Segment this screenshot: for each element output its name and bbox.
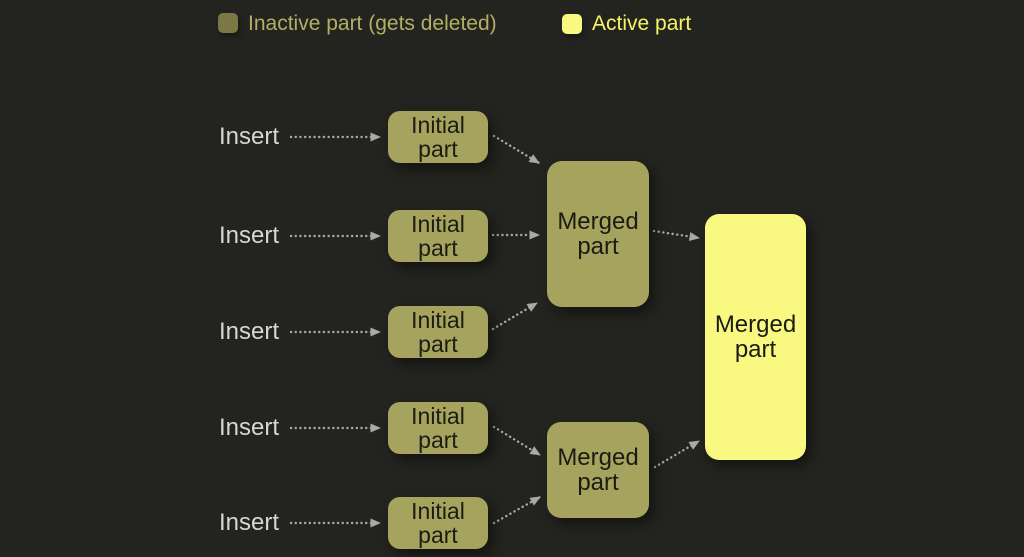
- initial-part-node-1: Initial part: [388, 111, 488, 163]
- insert-label-2: Insert: [219, 222, 280, 249]
- dotted-arrow-merged2-to-final: [653, 439, 701, 469]
- merged-part-node-1: Merged part: [547, 161, 649, 307]
- node-label: Initial part: [411, 306, 465, 357]
- node-label: Initial part: [411, 111, 465, 162]
- dotted-arrow-initial1-to-merged1: [492, 134, 541, 165]
- active-part-swatch-icon: [562, 14, 582, 34]
- dotted-arrow-merged1-to-final: [652, 229, 701, 241]
- initial-part-node-4: Initial part: [388, 402, 488, 454]
- initial-part-node-2: Initial part: [388, 210, 488, 262]
- initial-part-node-5: Initial part: [388, 497, 488, 549]
- insert-label-4: Insert: [219, 414, 280, 441]
- node-label: Initial part: [411, 402, 465, 453]
- legend-active-label: Active part: [592, 12, 692, 35]
- node-label: Merged part: [714, 310, 797, 363]
- node-label: Merged part: [557, 443, 639, 496]
- inactive-part-swatch-icon: [218, 13, 238, 33]
- dotted-arrow-initial3-to-merged1: [491, 301, 539, 331]
- initial-part-node-3: Initial part: [388, 306, 488, 358]
- insert-label-1: Insert: [219, 123, 280, 150]
- node-label: Merged part: [557, 207, 639, 260]
- final-merged-part-node: Merged part: [705, 214, 806, 460]
- legend-inactive-label: Inactive part (gets deleted): [248, 12, 497, 35]
- dotted-arrow-initial5-to-merged2: [492, 495, 542, 525]
- dotted-arrow-initial4-to-merged2: [492, 425, 542, 457]
- node-label: Initial part: [411, 210, 465, 261]
- merged-part-node-2: Merged part: [547, 422, 649, 518]
- node-label: Initial part: [411, 497, 465, 548]
- insert-label-5: Insert: [219, 509, 280, 536]
- insert-label-3: Insert: [219, 318, 280, 345]
